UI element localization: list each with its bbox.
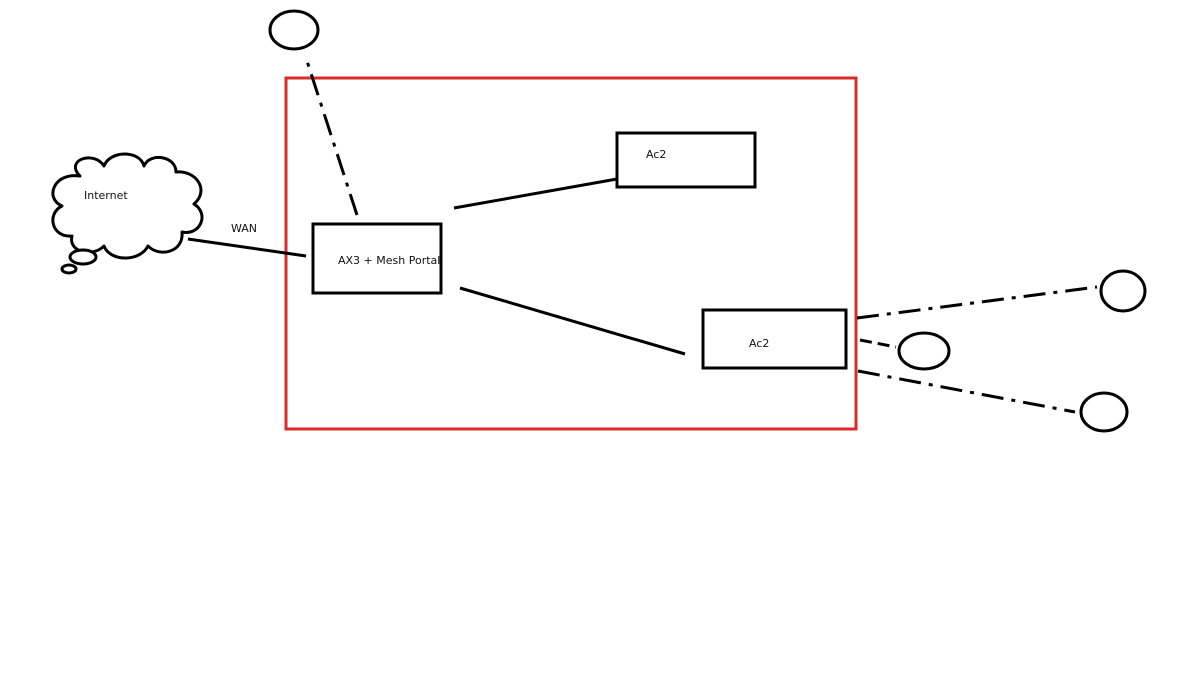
client-right-2-circle [897, 331, 951, 371]
cloud-tail-bubble-small [60, 263, 78, 275]
node-top-label: Ac2 [646, 148, 666, 161]
link-node-bottom-to-client-3 [857, 369, 1076, 414]
internet-label: Internet [84, 189, 128, 202]
client-top-circle [268, 9, 320, 51]
node-bottom-label: Ac2 [749, 337, 769, 350]
internet-cloud: Internet [51, 152, 204, 275]
link-router-to-client-top [304, 57, 359, 216]
wan-link [187, 237, 307, 258]
client-right-1-circle [1099, 269, 1147, 313]
link-router-to-node-bottom [459, 286, 686, 356]
node-top-box [615, 131, 757, 189]
cloud-tail-bubble-large [68, 248, 98, 266]
cloud-shape [51, 152, 204, 260]
link-node-bottom-to-client-1 [856, 285, 1098, 320]
node-bottom-box [701, 308, 848, 370]
wan-label: WAN [231, 222, 257, 235]
link-node-bottom-to-client-2 [859, 338, 897, 349]
main-router-box [311, 222, 443, 295]
link-router-to-node-top [453, 177, 618, 210]
client-right-3-circle [1079, 391, 1129, 433]
main-router-label: AX3 + Mesh Portal [338, 254, 440, 267]
